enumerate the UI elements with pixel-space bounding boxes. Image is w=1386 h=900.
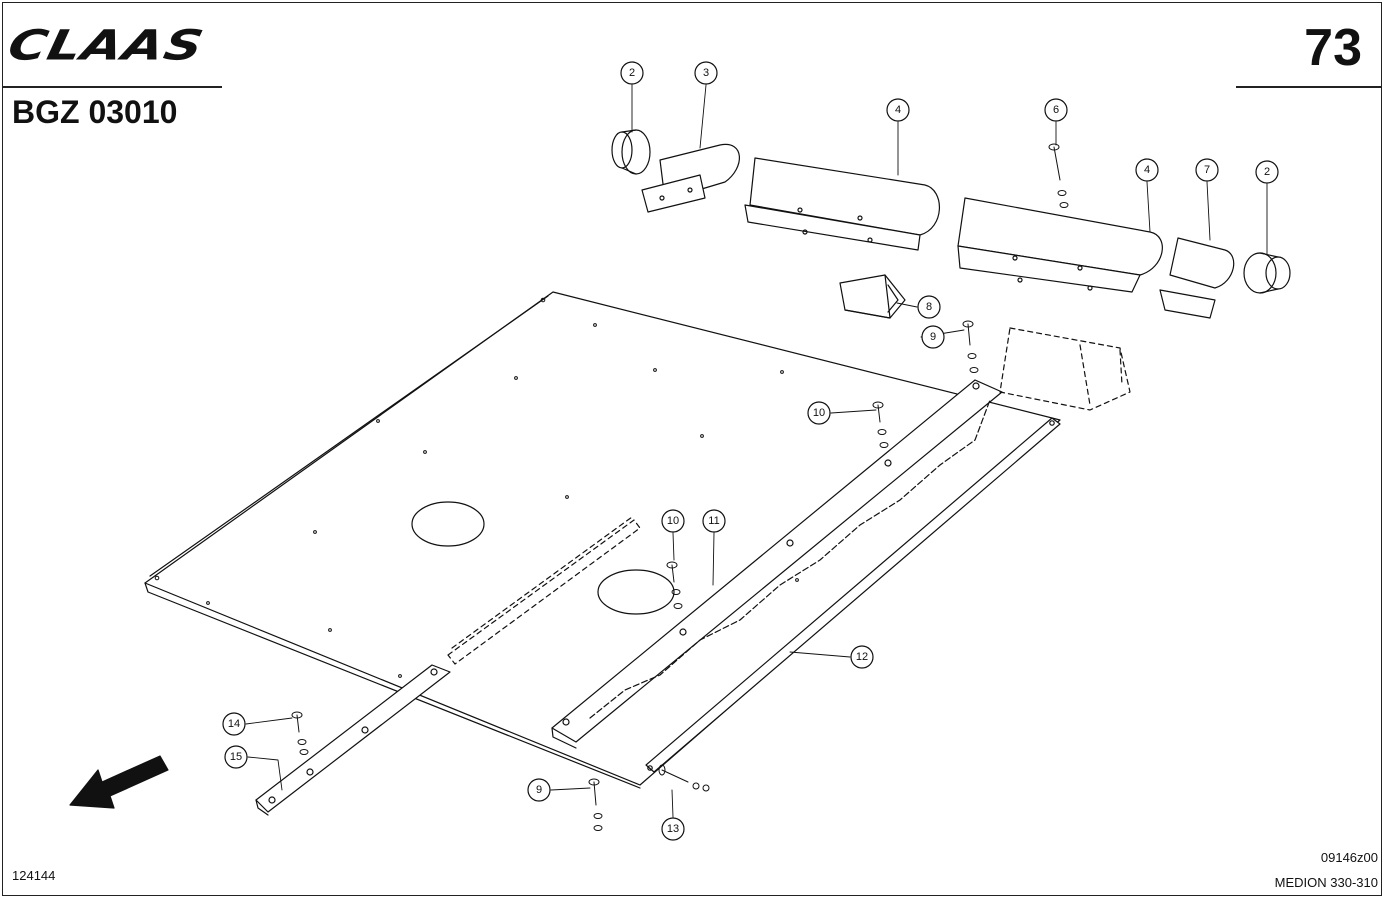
header-rule <box>2 86 222 88</box>
direction-arrow-icon <box>69 755 169 809</box>
bolt-14 <box>291 711 309 755</box>
model-name: MEDION 330-310 <box>1274 875 1378 890</box>
header-rule <box>1236 86 1382 88</box>
leader-lines <box>245 84 1268 818</box>
page-number: 73 <box>1304 19 1362 77</box>
hidden-strip <box>447 516 641 665</box>
callout-label: 14 <box>228 718 240 730</box>
part-3-bracket <box>641 143 740 213</box>
bolt-6 <box>1048 143 1069 208</box>
document-code: BGZ 03010 <box>12 94 178 130</box>
part-2-roller-right <box>1243 252 1291 294</box>
bolt-10-upper <box>872 401 889 448</box>
callout-labels: 2 3 4 6 4 7 2 8 9 10 10 11 12 14 15 9 13 <box>228 67 1270 835</box>
drawing-id: 09146z00 <box>1320 850 1378 865</box>
floor-plate <box>144 291 1061 789</box>
callout-label: 8 <box>926 301 932 313</box>
bolt-10-lower <box>666 561 683 609</box>
image-id: 124144 <box>12 868 56 883</box>
callout-circles <box>222 61 1279 841</box>
part-12-bar <box>645 417 1061 773</box>
callout-label: 9 <box>930 331 936 343</box>
bolt-9-upper <box>962 320 979 373</box>
callout-label: 3 <box>703 67 709 79</box>
callout-label: 11 <box>708 515 719 527</box>
hidden-housing <box>999 327 1131 411</box>
callout-label: 12 <box>856 651 868 663</box>
callout-label: 15 <box>230 751 242 763</box>
callout-label: 9 <box>536 784 542 796</box>
callout-label: 10 <box>667 515 679 527</box>
part-4-cover-left <box>744 157 940 251</box>
bolt-13 <box>658 764 710 792</box>
bolt-9-lower <box>588 778 603 831</box>
callout-label: 4 <box>895 104 901 116</box>
part-2-roller-left <box>611 129 651 175</box>
callout-label: 4 <box>1144 164 1150 176</box>
callout-label: 6 <box>1053 104 1059 116</box>
callout-label: 10 <box>813 407 825 419</box>
part-7-bracket <box>1159 237 1235 319</box>
part-8-block <box>839 274 906 319</box>
callout-label: 2 <box>1264 166 1270 178</box>
part-15-bar <box>255 664 451 816</box>
callout-label: 2 <box>629 67 635 79</box>
callout-label: 13 <box>667 823 679 835</box>
part-4-cover-right <box>957 197 1163 293</box>
callout-label: 7 <box>1204 164 1210 176</box>
